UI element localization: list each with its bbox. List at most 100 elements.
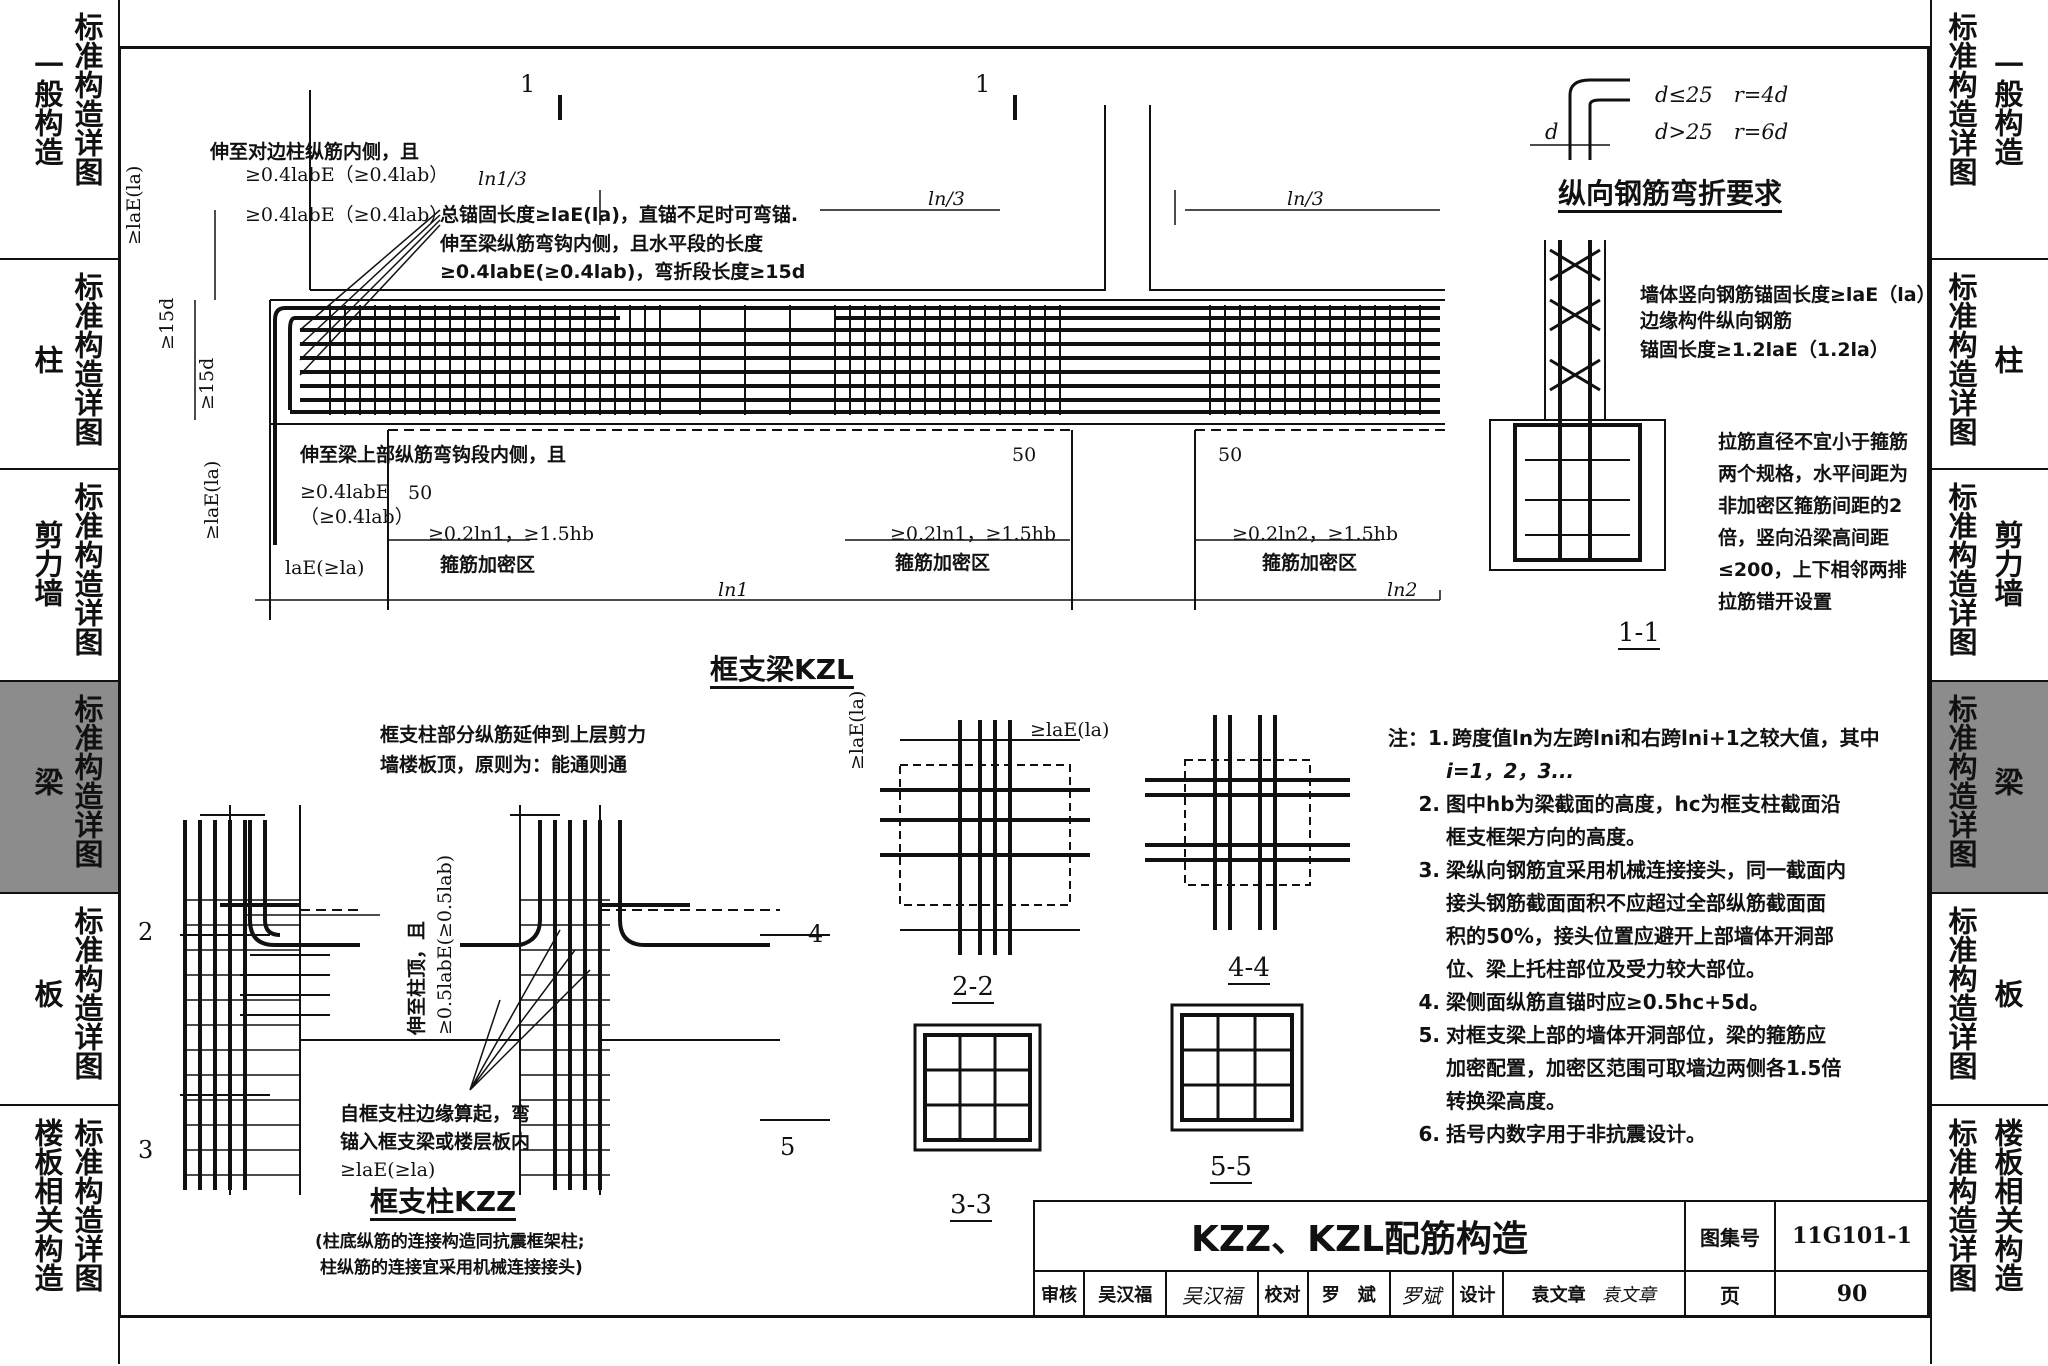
left-tab-general-suffix: 标准构造详图 bbox=[70, 12, 104, 186]
notes: 注： 1. 跨度值ln为左跨lni和右跨lni+1之较大值，其中 i=1，2，3… bbox=[1388, 722, 1918, 1151]
right-tab-column-category: 柱 bbox=[1990, 345, 2024, 374]
kzz-title: 框支柱KZZ bbox=[370, 1186, 517, 1221]
right-tab-floor-related-category: 楼板相关构造 bbox=[1990, 1118, 2024, 1292]
section-5-5-linework bbox=[1170, 1003, 1304, 1132]
note-item: 5.对框支梁上部的墙体开洞部位，梁的箍筋应 bbox=[1388, 1019, 1918, 1052]
note-text: 积的50%，接头位置应避开上部墙体开洞部 bbox=[1446, 924, 1834, 948]
section-mark-4: 4 bbox=[808, 920, 824, 948]
kzz-vert-dim-1: 伸至柱顶，且 bbox=[406, 920, 428, 1035]
note-text: 括号内数字用于非抗震设计。 bbox=[1446, 1122, 1706, 1146]
tie-note-line: 拉筋错开设置 bbox=[1718, 591, 1833, 613]
right-tab-slab[interactable]: 标准构造详图 板 bbox=[1930, 894, 2048, 1106]
notes-lead: 注： bbox=[1388, 726, 1428, 750]
joint-lae-side: ≥laE(la) bbox=[846, 690, 868, 770]
right-tab-floor-related-suffix: 标准构造详图 bbox=[1944, 1118, 1978, 1292]
section-mark-5: 5 bbox=[780, 1133, 796, 1161]
section-2-2-label: 2-2 bbox=[952, 972, 994, 1004]
ln2-label: ln2 bbox=[1387, 579, 1418, 601]
designer: 袁文章 bbox=[1531, 1285, 1586, 1306]
note-text: i=1，2，3... bbox=[1446, 759, 1575, 783]
left-tab-beam[interactable]: 标准构造详图 梁 bbox=[0, 682, 120, 894]
right-tab-column-suffix: 标准构造详图 bbox=[1944, 272, 1978, 446]
tie-note-line: 两个规格，水平间距为 bbox=[1718, 463, 1909, 485]
note-item: 2.图中hb为梁截面的高度，hc为框支柱截面沿 bbox=[1388, 788, 1918, 821]
kzz-leader-lines bbox=[469, 929, 591, 1091]
note-text: 跨度值ln为左跨lni和右跨lni+1之较大值，其中 bbox=[1452, 726, 1880, 750]
designer-and-signature: 袁文章 袁文章 bbox=[1501, 1270, 1687, 1318]
note-text: 框支框架方向的高度。 bbox=[1446, 825, 1646, 849]
note-item: 接头钢筋截面面积不应超过全部纵筋截面面 bbox=[1388, 887, 1918, 920]
note-item: 加密配置，加密区范围可取墙边两侧各1.5倍 bbox=[1388, 1052, 1918, 1085]
right-tab-general-category: 一般构造 bbox=[1990, 50, 2024, 166]
left-tab-general[interactable]: 标准构造详图 一般构造 bbox=[0, 0, 120, 260]
left-tab-shearwall-suffix: 标准构造详图 bbox=[70, 482, 104, 656]
kzl-title: 框支梁KZL bbox=[710, 654, 854, 689]
section-mark-1a: 1 bbox=[520, 70, 536, 98]
note-text: 位、梁上托柱部位及受力较大部位。 bbox=[1446, 957, 1766, 981]
top-bar-note-2: ≥0.4labE bbox=[300, 481, 390, 503]
dim-50-c: 50 bbox=[1218, 444, 1243, 466]
wall-anchor-note: 墙体竖向钢筋锚固长度≥laE（la） bbox=[1640, 284, 1936, 306]
right-tab-slab-suffix: 标准构造详图 bbox=[1944, 906, 1978, 1080]
tie-note-line: 倍，竖向沿梁高间距 bbox=[1718, 527, 1890, 549]
stirrup-zone-1: ≥0.2ln1，≥1.5hb bbox=[428, 523, 595, 545]
check-label: 校对 bbox=[1256, 1270, 1309, 1318]
right-tab-column[interactable]: 标准构造详图 柱 bbox=[1930, 260, 2048, 470]
design-signature: 袁文章 bbox=[1601, 1285, 1656, 1306]
section-mark-3: 3 bbox=[138, 1136, 154, 1164]
kzz-subtitle-1: (柱底纵筋的连接构造同抗震框架柱; bbox=[315, 1232, 585, 1252]
kzz-edge-note: 自框支柱边缘算起，弯 bbox=[340, 1103, 531, 1125]
total-anchor-line-1: 总锚固长度≥laE(la)，直锚不足时可弯锚. bbox=[440, 204, 799, 226]
left-dim-lae-b: ≥laE(la) bbox=[201, 460, 223, 540]
note-num: 4. bbox=[1418, 990, 1440, 1014]
right-tab-general[interactable]: 标准构造详图 一般构造 bbox=[1930, 0, 2048, 260]
note-text: 梁纵向钢筋宜采用机械连接接头，同一截面内 bbox=[1446, 858, 1846, 882]
left-dim-15d-a: ≥15d bbox=[156, 297, 178, 350]
left-tab-general-category: 一般构造 bbox=[30, 50, 64, 166]
design-label: 设计 bbox=[1451, 1270, 1504, 1318]
section-5-5-label: 5-5 bbox=[1210, 1152, 1252, 1184]
left-dim-15d-b: ≥15d bbox=[196, 357, 218, 410]
kzz-note-2: 墙楼板顶，原则为：能通则通 bbox=[380, 754, 628, 776]
reviewer: 吴汉福 bbox=[1082, 1270, 1168, 1318]
note-text: 图中hb为梁截面的高度，hc为框支柱截面沿 bbox=[1446, 792, 1841, 816]
review-label: 审核 bbox=[1033, 1270, 1085, 1318]
beam-rebar bbox=[273, 306, 1440, 545]
joint-lae-top: ≥laE(la) bbox=[1030, 719, 1110, 741]
section-mark-2: 2 bbox=[138, 918, 154, 946]
drawing-title: KZZ、KZL配筋构造 bbox=[1033, 1200, 1686, 1272]
section-mark-1b: 1 bbox=[975, 70, 991, 98]
note-num: 6. bbox=[1418, 1122, 1440, 1146]
note-item: 4.梁侧面纵筋直锚时应≥0.5hc+5d。 bbox=[1388, 986, 1918, 1019]
note-item: 注： 1. 跨度值ln为左跨lni和右跨lni+1之较大值，其中 bbox=[1388, 722, 1918, 755]
left-tab-beam-suffix: 标准构造详图 bbox=[70, 694, 104, 868]
column-kzz-rebar bbox=[183, 820, 770, 1190]
right-tab-slab-category: 板 bbox=[1990, 979, 2024, 1008]
right-tab-shearwall-suffix: 标准构造详图 bbox=[1944, 482, 1978, 656]
kzz-edge-note: ≥laE(≥la) bbox=[340, 1159, 436, 1181]
stirrup-dense-3: 箍筋加密区 bbox=[1262, 552, 1358, 574]
right-tab-beam-category: 梁 bbox=[1990, 767, 2024, 796]
section-3-3-linework bbox=[913, 1023, 1042, 1152]
ln-over-3-a: ln/3 bbox=[928, 188, 965, 210]
note-num: 2. bbox=[1418, 792, 1440, 816]
note-num: 3. bbox=[1418, 858, 1440, 882]
atlas-label: 图集号 bbox=[1684, 1200, 1776, 1272]
note-text: 转换梁高度。 bbox=[1446, 1089, 1566, 1113]
kzz-edge-note: 锚入框支梁或楼层板内 bbox=[340, 1131, 531, 1153]
review-signature: 吴汉福 bbox=[1165, 1270, 1259, 1318]
atlas-no: 11G101-1 bbox=[1774, 1200, 1930, 1272]
right-tab-beam[interactable]: 标准构造详图 梁 bbox=[1930, 682, 2048, 894]
top-bar-note-1: 伸至梁上部纵筋弯钩段内侧，且 bbox=[300, 444, 567, 466]
right-tab-shearwall[interactable]: 标准构造详图 剪力墙 bbox=[1930, 470, 2048, 682]
note-text: 加密配置，加密区范围可取墙边两侧各1.5倍 bbox=[1446, 1056, 1842, 1080]
note-item: 框支框架方向的高度。 bbox=[1388, 821, 1918, 854]
right-tab-floor-related[interactable]: 标准构造详图 楼板相关构造 bbox=[1930, 1106, 2048, 1364]
left-tab-shearwall[interactable]: 标准构造详图 剪力墙 bbox=[0, 470, 120, 682]
left-tab-floor-related-suffix: 标准构造详图 bbox=[70, 1118, 104, 1292]
left-tab-floor-related[interactable]: 标准构造详图 楼板相关构造 bbox=[0, 1106, 120, 1364]
note-text: 对框支梁上部的墙体开洞部位，梁的箍筋应 bbox=[1446, 1023, 1826, 1047]
left-tab-slab[interactable]: 标准构造详图 板 bbox=[0, 894, 120, 1106]
checker: 罗 斌 bbox=[1306, 1270, 1391, 1318]
